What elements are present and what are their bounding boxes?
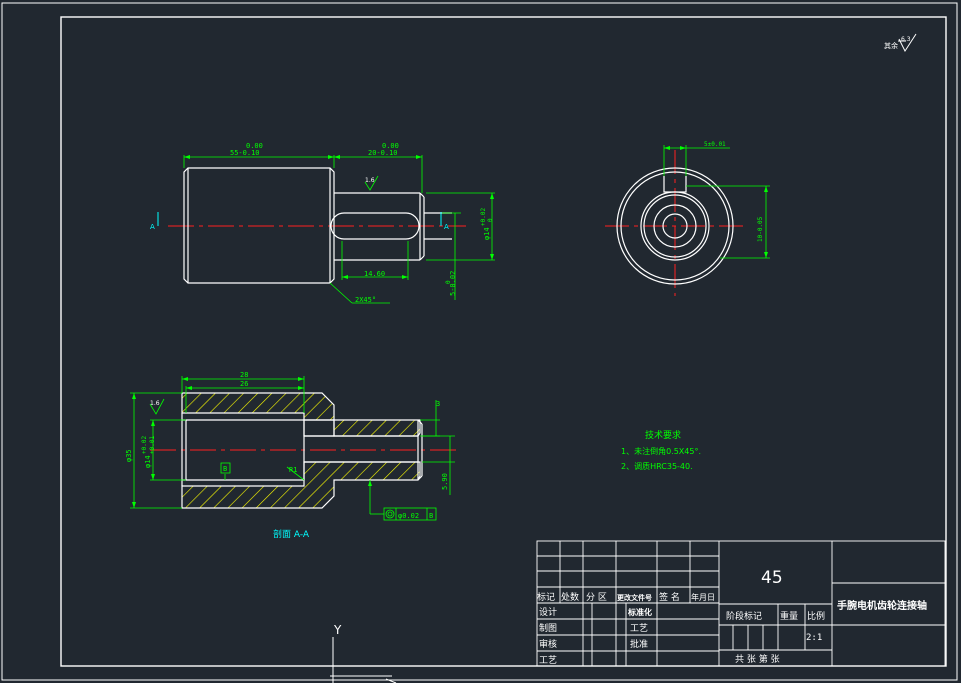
svg-text:0: 0	[445, 280, 452, 284]
svg-text:0.00: 0.00	[382, 142, 399, 150]
svg-text:标准化: 标准化	[627, 607, 652, 617]
svg-text:其余: 其余	[884, 41, 898, 50]
svg-text:比例: 比例	[807, 610, 825, 622]
svg-text:2X45°: 2X45°	[355, 296, 376, 304]
svg-text:2、调质HRC35-40.: 2、调质HRC35-40.	[621, 461, 693, 471]
svg-text:技术要求: 技术要求	[645, 429, 681, 441]
general-roughness-symbol: 其余 6.3	[884, 33, 917, 53]
svg-text:1.6: 1.6	[150, 400, 160, 407]
svg-text:0: 0	[487, 218, 494, 222]
svg-text:重量: 重量	[780, 610, 798, 622]
tech-requirements: 技术要求 1、未注倒角0.5X45°. 2、调质HRC35-40.	[621, 429, 701, 471]
svg-text:+0.01: +0.01	[149, 436, 156, 454]
svg-text:分 区: 分 区	[586, 592, 607, 603]
svg-text:26: 26	[240, 380, 248, 388]
side-view: 5±0.01 10-0.05	[605, 141, 770, 296]
svg-text:A: A	[150, 223, 155, 231]
svg-text:55-0.10: 55-0.10	[230, 149, 260, 157]
svg-text:更改文件号: 更改文件号	[617, 593, 652, 602]
svg-text:10-0.05: 10-0.05	[757, 216, 764, 242]
svg-text:5±0.01: 5±0.01	[704, 141, 726, 148]
axis-y-label: Y	[333, 623, 342, 637]
svg-text:+0.02: +0.02	[480, 208, 487, 226]
svg-text:0.00: 0.00	[246, 142, 263, 150]
front-view: 0.00 55-0.10 0.00 20-0.10 14.60 2X45° φ1…	[150, 142, 495, 304]
svg-text:6.3: 6.3	[901, 36, 911, 43]
geometric-tolerance-frame: φ0.02 B	[383, 507, 437, 521]
svg-text:1.6: 1.6	[365, 177, 375, 184]
svg-text:5.90: 5.90	[441, 473, 449, 490]
svg-text:共 张 第 张: 共 张 第 张	[735, 653, 780, 665]
svg-text:14.60: 14.60	[364, 270, 385, 278]
svg-text:工艺: 工艺	[539, 655, 557, 666]
svg-text:签 名: 签 名	[659, 591, 680, 603]
svg-text:处数: 处数	[561, 591, 579, 603]
section-caption: 剖面 A-A	[273, 528, 310, 540]
svg-text:2:1: 2:1	[806, 633, 822, 643]
svg-text:审核: 审核	[539, 638, 557, 650]
svg-text:φ0.02: φ0.02	[398, 512, 419, 520]
svg-text:28: 28	[240, 371, 248, 379]
svg-text:制图: 制图	[539, 622, 557, 634]
svg-text:B: B	[429, 512, 433, 520]
svg-text:φ14: φ14	[144, 455, 152, 468]
coordinate-axis-icon	[330, 637, 397, 683]
svg-text:R1: R1	[289, 466, 297, 474]
section-view: 28 26 3 φ35 φ14 +0.02 +0.01 5.90 R1 B 1.…	[125, 371, 460, 540]
svg-text:1、未注倒角0.5X45°.: 1、未注倒角0.5X45°.	[621, 446, 701, 456]
title-block-text: 45 手腕电机齿轮连接轴 标记 处数 分 区 更改文件号 签 名 年月日 设计 …	[537, 568, 927, 666]
title-block	[536, 540, 946, 667]
svg-text:φ14: φ14	[483, 227, 491, 240]
svg-text:阶段标记: 阶段标记	[726, 610, 762, 622]
svg-text:A: A	[444, 223, 449, 231]
svg-text:设计: 设计	[539, 606, 557, 618]
svg-text:年月日: 年月日	[691, 592, 715, 602]
svg-text:5-0.02: 5-0.02	[449, 271, 457, 296]
svg-text:批准: 批准	[630, 638, 648, 650]
material-value: 45	[761, 568, 783, 588]
svg-text:标记: 标记	[537, 591, 555, 603]
part-name: 手腕电机齿轮连接轴	[837, 599, 927, 612]
svg-text:3: 3	[436, 400, 440, 408]
svg-text:+0.02: +0.02	[141, 436, 148, 454]
svg-text:B: B	[223, 465, 227, 473]
svg-text:20-0.10: 20-0.10	[368, 149, 398, 157]
svg-text:φ35: φ35	[125, 449, 133, 462]
svg-text:工艺: 工艺	[630, 623, 648, 634]
